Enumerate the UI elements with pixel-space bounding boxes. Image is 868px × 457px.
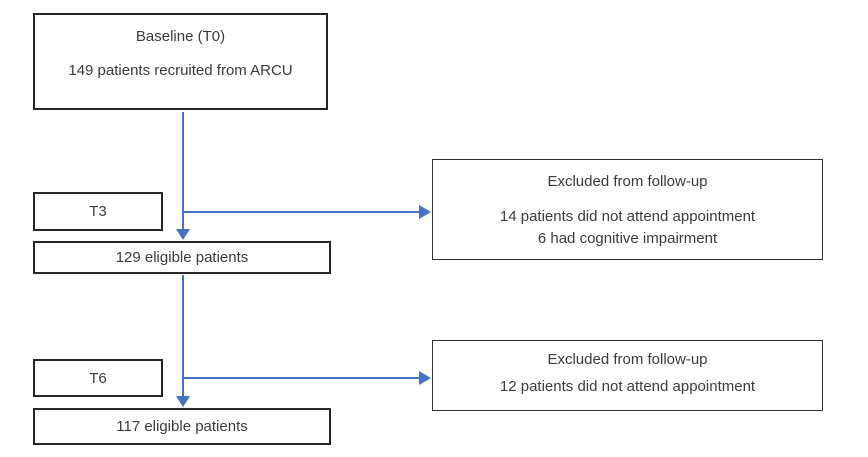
arrowhead-down-t6 (176, 396, 190, 407)
t3-stage-label: T3 (89, 203, 107, 220)
connector-branch-t6-excluded-line (183, 377, 419, 379)
t3-excluded-line: 6 had cognitive impairment (537, 230, 718, 247)
t3-stage-box: T3 (33, 192, 163, 231)
t6-excluded-box: Excluded from follow-up 12 patients did … (432, 340, 823, 411)
t6-eligible-label: 117 eligible patients (116, 418, 248, 435)
baseline-box: Baseline (T0) 149 patients recruited fro… (33, 13, 328, 110)
t6-excluded-lines: 12 patients did not attend appointment (433, 376, 822, 398)
t3-excluded-line: 14 patients did not attend appointment (499, 208, 756, 225)
t6-excluded-title: Excluded from follow-up (547, 351, 708, 368)
baseline-body: 149 patients recruited from ARCU (68, 62, 293, 79)
arrowhead-right-t3-excluded (419, 205, 431, 219)
connector-t3-to-t6-line (182, 275, 184, 397)
t6-excluded-line: 12 patients did not attend appointment (499, 378, 756, 395)
arrowhead-down-t3 (176, 229, 190, 240)
t6-stage-label: T6 (89, 369, 107, 387)
t3-eligible-box: 129 eligible patients (33, 241, 331, 274)
t3-excluded-lines: 14 patients did not attend appointment 6… (433, 206, 822, 250)
t6-stage-box: T6 (33, 359, 163, 397)
connector-branch-t3-excluded-line (183, 211, 419, 213)
t6-eligible-box: 117 eligible patients (33, 408, 331, 445)
t3-excluded-box: Excluded from follow-up 14 patients did … (432, 159, 823, 260)
t3-excluded-title: Excluded from follow-up (547, 173, 708, 190)
arrowhead-right-t6-excluded (419, 371, 431, 385)
t3-eligible-label: 129 eligible patients (115, 249, 249, 266)
connector-baseline-to-t3-line (182, 112, 184, 230)
baseline-title: Baseline (T0) (135, 28, 226, 45)
